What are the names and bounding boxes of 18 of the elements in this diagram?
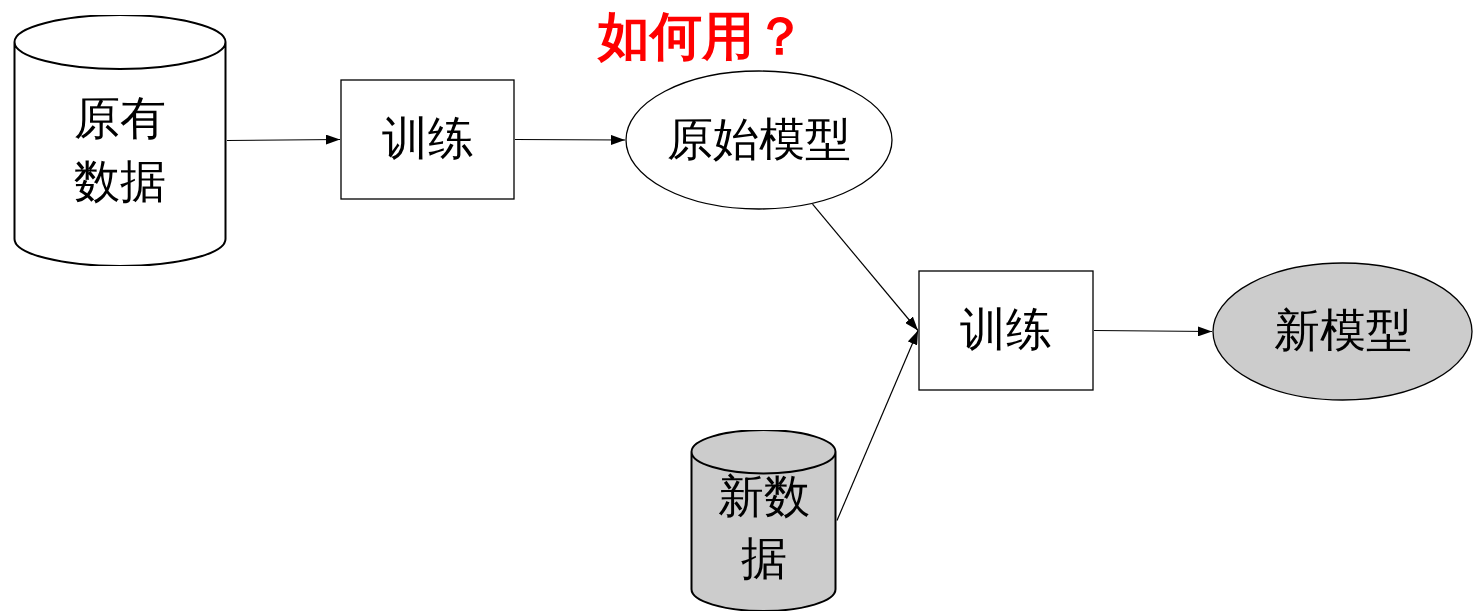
- arrow: [836, 329, 919, 522]
- process-box: [918, 270, 1094, 391]
- database-cylinder: [13, 15, 227, 266]
- model-ellipse: [625, 70, 893, 210]
- arrow: [514, 134, 626, 145]
- question-heading: 如何用？: [598, 7, 806, 67]
- database-cylinder: [690, 430, 837, 611]
- process-box: [340, 79, 515, 200]
- node-label: 原始模型: [667, 112, 851, 167]
- arrow: [811, 203, 919, 332]
- node-label: 新数据: [716, 469, 811, 586]
- node-label: 原有数据: [73, 92, 167, 209]
- node-label: 新模型: [1273, 304, 1412, 359]
- arrow: [226, 134, 341, 145]
- arrow: [1093, 326, 1213, 337]
- node-label: 训练: [381, 112, 474, 167]
- node-label: 训练: [960, 303, 1052, 358]
- model-ellipse: [1212, 262, 1473, 401]
